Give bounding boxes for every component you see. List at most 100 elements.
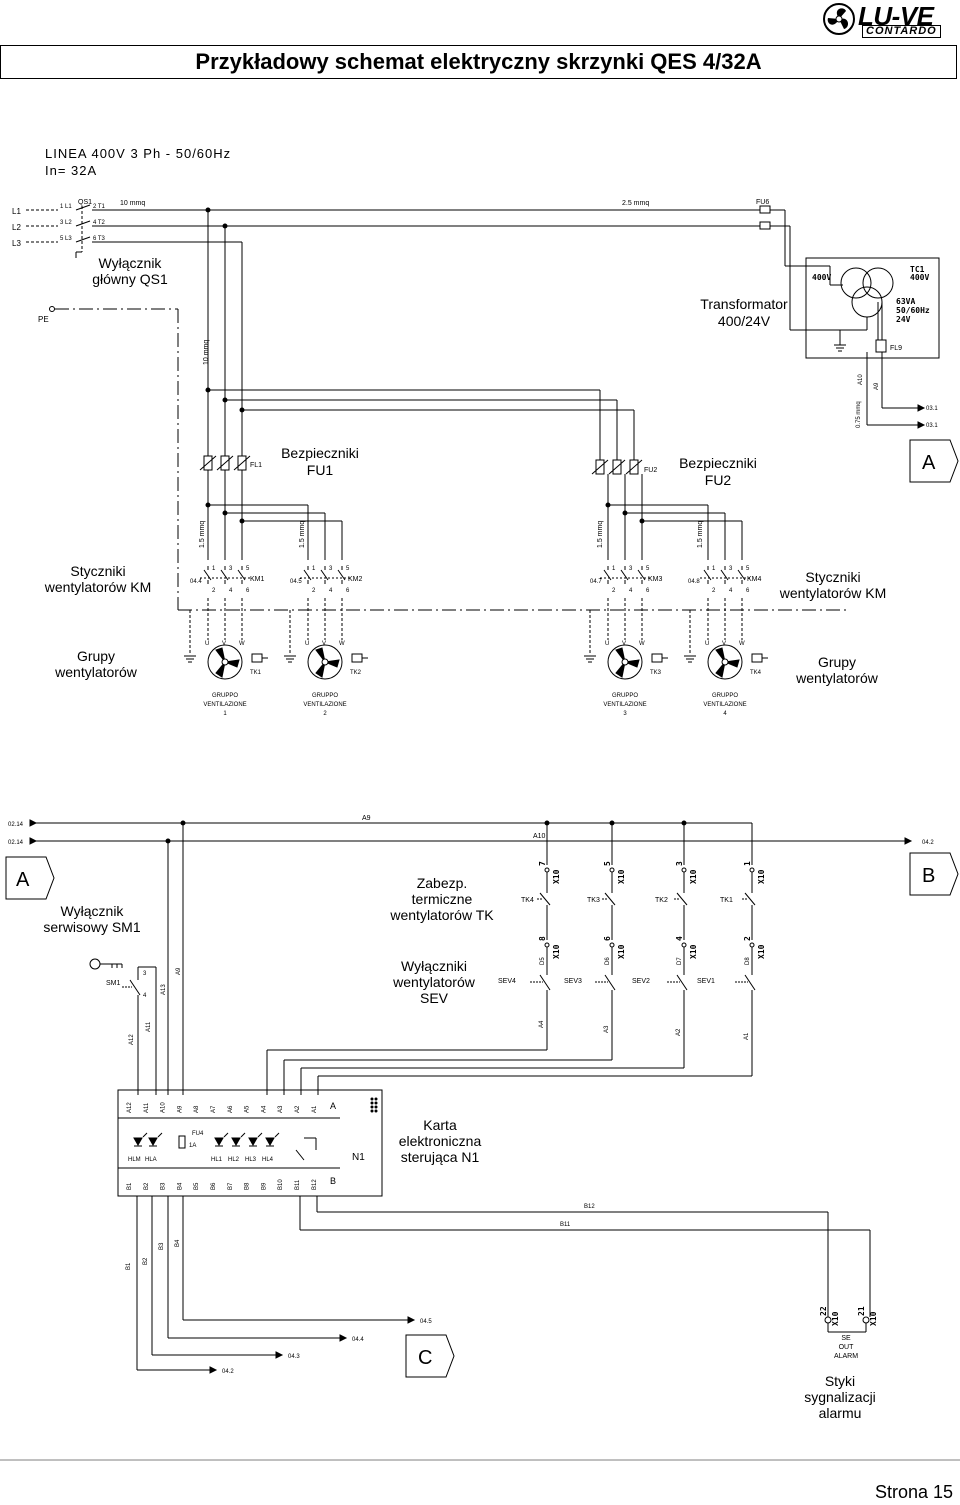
fan2-u: U bbox=[305, 641, 309, 647]
wire-b4: B4 bbox=[175, 1239, 181, 1247]
km2-pin-4: 4 bbox=[329, 588, 333, 594]
x10-label-2: X10 bbox=[757, 944, 766, 959]
wire-d8: D8 bbox=[745, 957, 751, 965]
phase-l2: L2 bbox=[12, 223, 21, 232]
board-top-pin-a6: A6 bbox=[228, 1105, 234, 1113]
board-bottom-pin-b3: B3 bbox=[161, 1182, 167, 1190]
qs1-desc-a: Wyłącznik bbox=[99, 255, 163, 271]
contactor-km2: 1 3 5 2 4 6 KM2 04.5 bbox=[290, 565, 363, 594]
group2-num: 2 bbox=[323, 711, 327, 717]
led-hlm-label: HLM bbox=[128, 1157, 141, 1163]
km4-pin-4: 4 bbox=[729, 588, 733, 594]
tc-hz: 50/60Hz bbox=[896, 306, 930, 315]
km3-pin-5: 5 bbox=[646, 566, 650, 572]
km1-pin-6: 6 bbox=[246, 588, 250, 594]
tk3-fan-label: TK3 bbox=[650, 670, 662, 676]
alarm-pin-22: 22 bbox=[819, 1306, 828, 1316]
cable-15mm-4: 1.5 mmq bbox=[697, 521, 704, 548]
km4-ref: 04.8 bbox=[688, 579, 700, 585]
sev-desc-c: SEV bbox=[420, 990, 449, 1006]
fan-group-2: U V W TK2 GRUPPO VENTILAZIONE 2 bbox=[284, 641, 368, 717]
connector-a-mid: A bbox=[5, 856, 55, 900]
transformer-desc-a: Transformator bbox=[700, 296, 788, 312]
alarm-desc-a: Styki bbox=[825, 1373, 855, 1389]
connector-b-mid: B bbox=[909, 852, 959, 896]
sm1-desc-a: Wyłącznik bbox=[61, 903, 125, 919]
cable-15mm-3: 1.5 mmq bbox=[597, 521, 604, 548]
wire-b2: B2 bbox=[143, 1257, 149, 1265]
tk1-fan-label: TK1 bbox=[250, 670, 262, 676]
cable-10mm-vertical: 10 mmq bbox=[203, 340, 210, 365]
fan4-v: V bbox=[722, 641, 726, 647]
contactor-km3: 1 3 5 2 4 6 KM3 04.7 bbox=[590, 565, 663, 594]
fu1-desc-a: Bezpieczniki bbox=[281, 445, 359, 461]
board-dots bbox=[370, 1097, 378, 1113]
km1-pin-1: 1 bbox=[212, 566, 216, 572]
motor-feeds bbox=[189, 598, 743, 655]
board-bottom-pin-b10: B10 bbox=[278, 1179, 284, 1190]
sev4-label: SEV4 bbox=[498, 978, 516, 985]
group4-line2: VENTILAZIONE bbox=[703, 702, 746, 708]
tk-thermal-contacts: TK4 TK3 TK2 TK1 Zabezp. termiczne wentyl… bbox=[389, 872, 756, 940]
led-hla-label: HLA bbox=[145, 1157, 157, 1163]
group3-line1: GRUPPO bbox=[612, 693, 638, 699]
group4-line1: GRUPPO bbox=[712, 693, 738, 699]
tk-desc-a: Zabezp. bbox=[417, 875, 468, 891]
group1-line1: GRUPPO bbox=[212, 693, 238, 699]
fan-group-4: U V W TK4 GRUPPO VENTILAZIONE 4 bbox=[684, 641, 768, 717]
ref-044: 04.4 bbox=[352, 1337, 364, 1343]
phase-inputs: L1 L2 L3 bbox=[12, 207, 58, 248]
supply-line1: LINEA 400V 3 Ph - 50/60Hz bbox=[45, 146, 231, 161]
tc-va: 63VA bbox=[896, 297, 915, 306]
km1-pin-4: 4 bbox=[229, 588, 233, 594]
ref-0214b: 02.14 bbox=[8, 840, 24, 846]
alarm-desc-c: alarmu bbox=[819, 1405, 862, 1421]
qs1-desc-b: główny QS1 bbox=[92, 271, 168, 287]
tk4-label: TK4 bbox=[521, 897, 534, 904]
fan-group-3: U V W TK3 GRUPPO VENTILAZIONE 3 bbox=[584, 641, 668, 717]
n1-desc-b: elektroniczna bbox=[399, 1133, 482, 1149]
km3-ref: 04.7 bbox=[590, 579, 602, 585]
wire-b11: B11 bbox=[560, 1222, 571, 1228]
ref-031a: 03.1 bbox=[926, 406, 938, 412]
km2-label: KM2 bbox=[348, 576, 363, 583]
sm1-pin-4: 4 bbox=[143, 993, 147, 999]
groups-right-desc-b: wentylatorów bbox=[795, 670, 879, 686]
board-bottom-pin-b1: B1 bbox=[127, 1182, 133, 1190]
board-bottom-pin-b9: B9 bbox=[261, 1182, 267, 1190]
led-hl4-label: HL4 bbox=[262, 1157, 274, 1163]
km-left-desc-b: wentylatorów KM bbox=[44, 579, 152, 595]
km3-pin-6: 6 bbox=[646, 588, 650, 594]
fu6-label: FU6 bbox=[756, 199, 769, 206]
contactor-km1: 1 3 5 2 4 6 KM1 04.4 bbox=[190, 565, 265, 594]
led-hlm: HLM bbox=[128, 1132, 148, 1163]
connector-c: C bbox=[405, 1334, 455, 1378]
connector-c-label: C bbox=[418, 1347, 432, 1369]
fuse-to-contactors: 1.5 mmq 1.5 mmq 1.5 mmq 1.5 mmq bbox=[199, 470, 743, 560]
qs1-term-4: 4 T2 bbox=[93, 220, 106, 226]
tk-desc-b: termiczne bbox=[412, 891, 473, 907]
transformer-tc1: 400V TC1 400V 63VA 50/60Hz 24V FL9 Trans… bbox=[700, 257, 940, 359]
wire-d5: D5 bbox=[540, 957, 546, 965]
page-header: LU-VE CONTARDO Przykładowy schemat elekt… bbox=[0, 0, 960, 86]
board-bottom-pin-b5: B5 bbox=[194, 1182, 200, 1190]
sm1-desc-b: serwisowy SM1 bbox=[43, 919, 140, 935]
board-top-pin-a5: A5 bbox=[245, 1105, 251, 1113]
group3-line2: VENTILAZIONE bbox=[603, 702, 646, 708]
board-bottom-pin-b2: B2 bbox=[144, 1182, 150, 1190]
pe-label: PE bbox=[38, 315, 49, 324]
x10-pin-6: 6 bbox=[603, 936, 612, 941]
pe-line: PE 10 mmq bbox=[38, 306, 850, 611]
alarm-desc-b: sygnalizacji bbox=[804, 1389, 876, 1405]
connector-a-top-label: A bbox=[922, 452, 936, 474]
ref-045: 04.5 bbox=[420, 1319, 432, 1325]
fan-logo-icon bbox=[823, 3, 855, 35]
sev2-label: SEV2 bbox=[632, 978, 650, 985]
key-icon bbox=[89, 958, 123, 970]
supply-line2: In= 32A bbox=[45, 163, 97, 178]
x10-pin-3: 3 bbox=[675, 861, 684, 866]
qs1-term-5: 5 L3 bbox=[60, 236, 72, 242]
sev3-label: SEV3 bbox=[564, 978, 582, 985]
